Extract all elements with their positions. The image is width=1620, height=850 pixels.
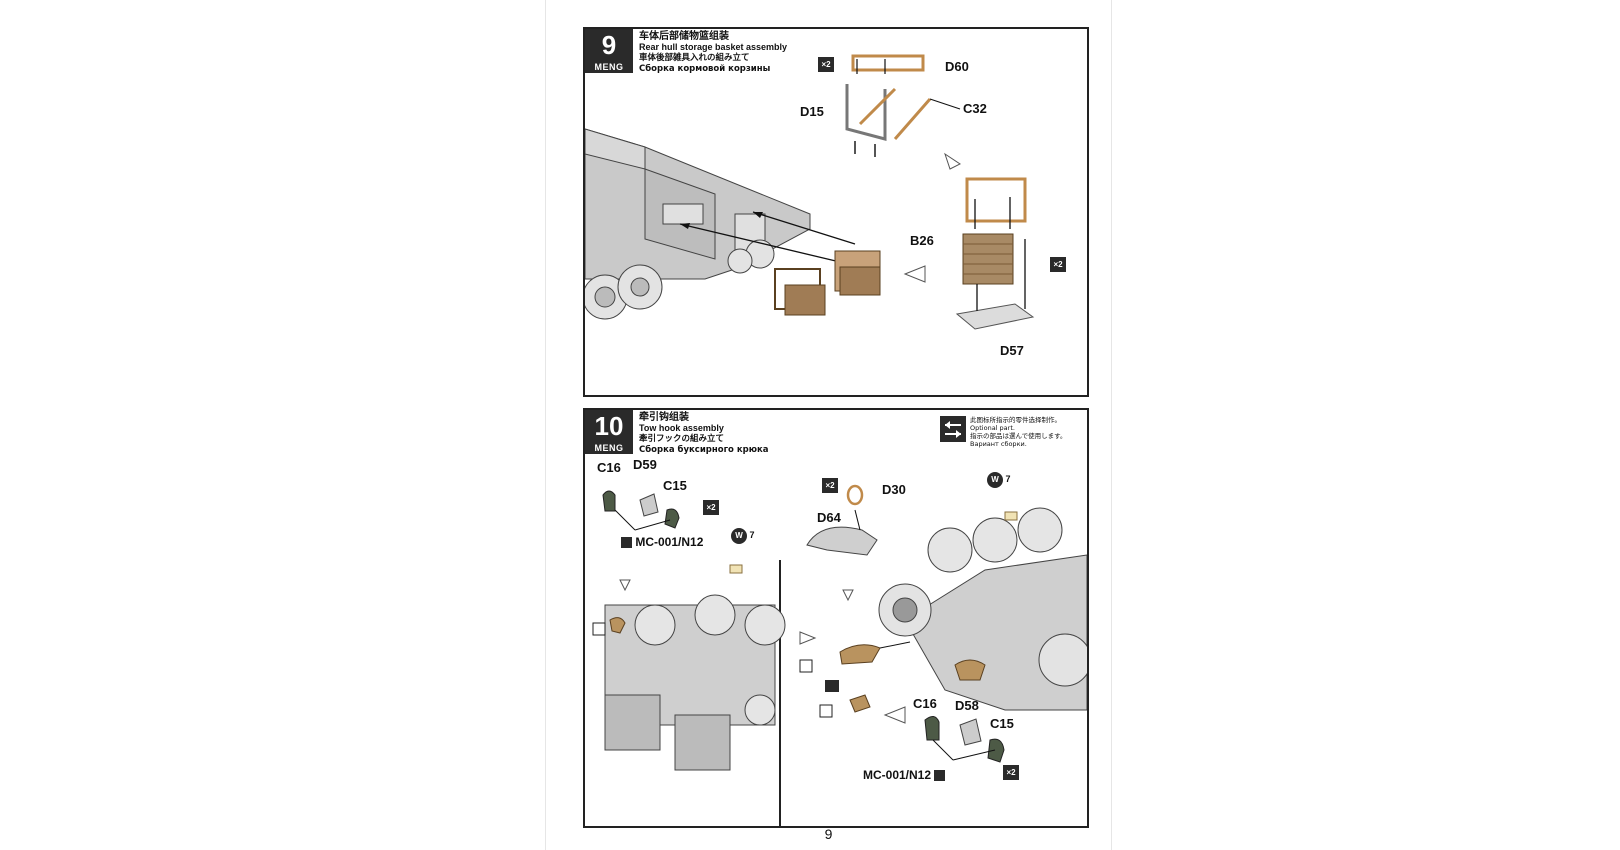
paint-w-circle: W	[731, 528, 747, 544]
part-label-D15: D15	[800, 104, 824, 119]
step-10-qty-c: ×2	[1003, 765, 1019, 780]
step-10-qty-a: ×2	[703, 500, 719, 515]
optional-en: Optional part.	[970, 424, 1015, 432]
part-label-D64: D64	[817, 510, 841, 525]
page-number: 9	[824, 826, 833, 842]
part-label-B26: B26	[910, 233, 934, 248]
paint-w7-right: W 7	[987, 472, 1011, 488]
step-9-qty-top: ×2	[818, 57, 834, 72]
step-9-title-zh: 车体后部储物篮组装	[639, 31, 729, 42]
part-label-D59: D59	[633, 457, 657, 472]
step-9-title-ru: Сборка кормовой корзины	[639, 64, 771, 74]
paint-w7-left-num: 7	[749, 530, 755, 540]
part-label-D58: D58	[955, 698, 979, 713]
part-label-D30: D30	[882, 482, 906, 497]
step-10-qty-b: ×2	[822, 478, 838, 493]
paint-ref-left-text: MC-001/N12	[635, 535, 704, 549]
part-label-C32: C32	[963, 101, 987, 116]
paint-ref-right: MC-001/N12	[863, 768, 946, 782]
step-10-title-ru: Сборка буксирного крюка	[639, 445, 769, 455]
part-label-D60: D60	[945, 59, 969, 74]
paint-w-circle-2: W	[987, 472, 1003, 488]
step-10-number: 10	[594, 411, 624, 441]
instruction-page: 9 MENG 车体后部储物篮组装 Rear hull storage baske…	[545, 0, 1112, 850]
step-9-illustration	[585, 54, 1035, 330]
optional-ru: Вариант сборки.	[970, 440, 1027, 448]
paint-ref-left: MC-001/N12	[621, 535, 703, 549]
step-9-panel: 9 MENG 车体后部储物篮组装 Rear hull storage baske…	[583, 27, 1089, 397]
basket-mounted-2	[774, 268, 826, 316]
step-9-qty-right: ×2	[1050, 257, 1066, 272]
part-label-D57: D57	[1000, 343, 1024, 358]
paint-ref-right-text: MC-001/N12	[863, 768, 932, 782]
step-10-title-ja: 牽引フックの組み立て	[639, 434, 725, 444]
step-10-illustration	[592, 484, 1087, 826]
optional-ja: 指示の部品は選んで使用します。	[970, 432, 1067, 440]
optional-zh: 此图标所指示的零件选择制作。	[970, 416, 1061, 424]
step-9-badge: 9 MENG	[585, 29, 633, 73]
paint-w7-right-num: 7	[1005, 474, 1011, 484]
brand-logo: MENG	[594, 62, 624, 72]
step-9-titles: 车体后部储物篮组装 Rear hull storage basket assem…	[639, 31, 787, 75]
part-label-C15-right: C15	[990, 716, 1014, 731]
optional-part-legend: 此图标所指示的零件选择制作。 Optional part. 指示の部品は選んで使…	[940, 416, 1080, 448]
part-label-C16-right: C16	[913, 696, 937, 711]
step-10-titles: 牵引钩组装 Tow hook assembly 牽引フックの組み立て Сборк…	[639, 412, 768, 456]
step-10-title-en: Tow hook assembly	[639, 423, 724, 433]
basket-mounted-1	[834, 250, 881, 296]
brand-logo: MENG	[594, 443, 624, 453]
optional-part-icon	[940, 416, 966, 442]
step-9-title-en: Rear hull storage basket assembly	[639, 42, 788, 52]
step-9-number: 9	[601, 30, 617, 60]
step-10-badge: 10 MENG	[585, 410, 633, 454]
step-10-panel: 10 MENG 牵引钩组装 Tow hook assembly 牽引フックの組み…	[583, 408, 1089, 828]
part-label-C16-left: C16	[597, 460, 621, 475]
step-9-title-ja: 車体後部雑具入れの組み立て	[639, 53, 750, 63]
paint-w7-left: W 7	[731, 528, 755, 544]
step-10-title-zh: 牵引钩组装	[639, 412, 689, 423]
part-label-C15-left: C15	[663, 478, 687, 493]
